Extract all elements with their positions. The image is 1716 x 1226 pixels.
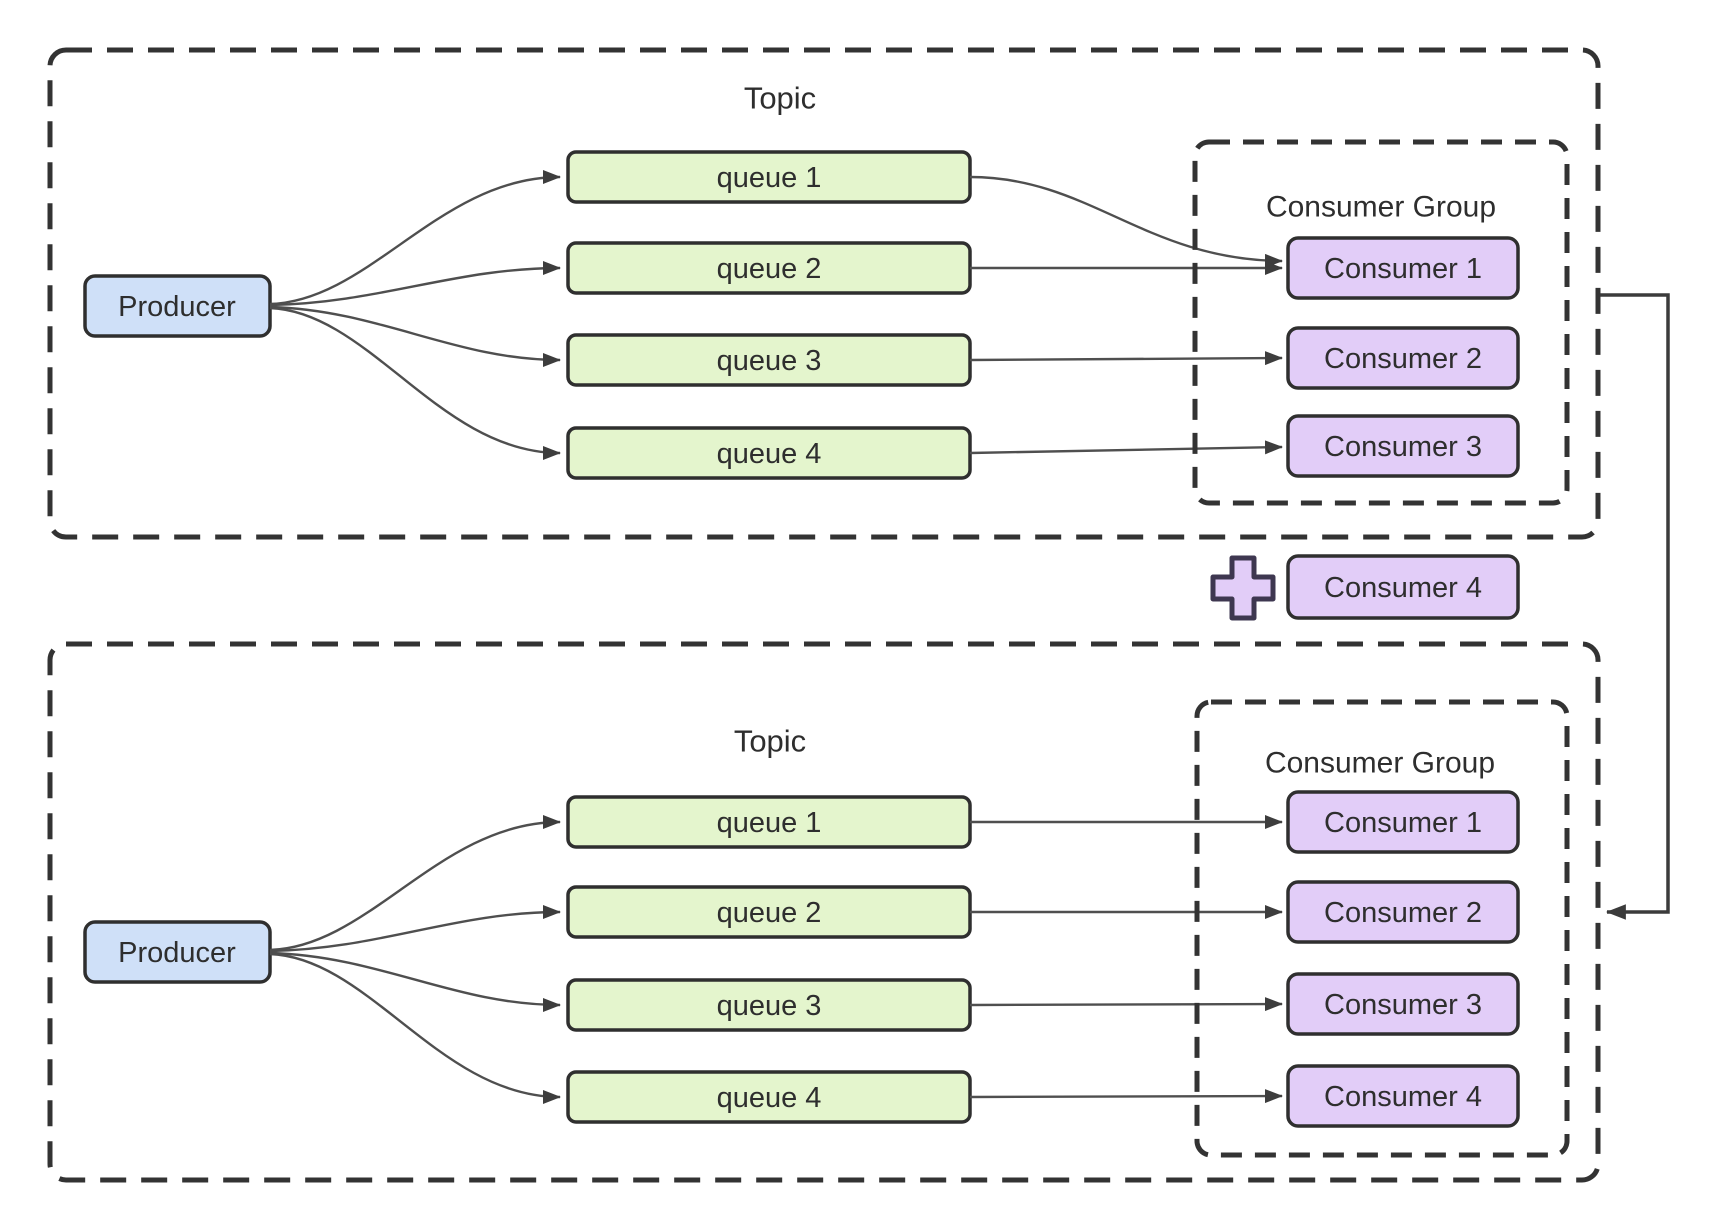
consumer1-label: Consumer 1 <box>1324 253 1482 285</box>
producer-to-queue-arrows <box>269 815 561 1104</box>
consumer-group-label: Consumer Group <box>1265 747 1495 780</box>
queue-node: queue 4 <box>566 426 972 480</box>
queue-to-consumer-arrows <box>969 815 1283 1104</box>
queue3-to-consumer3-arrow <box>969 997 1283 1012</box>
consumer4-label: Consumer 4 <box>1324 1081 1482 1113</box>
queue2-label: queue 2 <box>717 253 822 285</box>
consumer-node: Consumer 3 <box>1286 972 1520 1036</box>
consumer-group: Consumer Group Consumer 1 Consumer 2 Con… <box>1194 699 1570 1158</box>
producer-node: Producer <box>83 920 272 984</box>
producer-label: Producer <box>118 291 236 323</box>
consumer2-label: Consumer 2 <box>1324 343 1482 375</box>
queue-to-consumer-arrows <box>969 175 1283 455</box>
producer-to-queue4-arrow <box>269 952 561 1104</box>
consumer-node: Consumer 4 <box>1286 554 1520 620</box>
consumer1-box <box>1286 236 1520 300</box>
producer-to-queue2-arrow <box>269 261 561 307</box>
bottom-topic-section: Topic Producer queue 1 queue 2 queue 3 <box>47 641 1601 1183</box>
producer-to-queue4-arrow <box>269 306 561 460</box>
consumer3-box <box>1286 414 1520 478</box>
rebalance-arrow <box>1600 293 1670 920</box>
consumer-group-box <box>1194 699 1570 1158</box>
added-consumer-label: Consumer 4 <box>1324 572 1482 604</box>
queue3-label: queue 3 <box>717 990 822 1022</box>
producer-to-queue-arrows <box>269 170 561 460</box>
queue4-to-consumer3-arrow <box>969 440 1283 455</box>
queue4-label: queue 4 <box>717 438 822 470</box>
producer-node: Producer <box>83 274 272 338</box>
consumer-node: Consumer 4 <box>1286 1064 1520 1128</box>
queue-node: queue 1 <box>566 795 972 849</box>
added-consumer-row: Consumer 4 <box>1210 554 1520 621</box>
queue1-label: queue 1 <box>717 807 822 839</box>
queue3-to-consumer2-arrow <box>969 351 1283 366</box>
consumer-node: Consumer 2 <box>1286 326 1520 390</box>
queue-node: queue 2 <box>566 885 972 939</box>
consumer-node: Consumer 1 <box>1286 236 1520 300</box>
queue-node: queue 3 <box>566 333 972 387</box>
topic-label: Topic <box>734 724 806 759</box>
topic-box <box>47 47 1601 540</box>
consumer4-box <box>1286 1064 1520 1128</box>
producer-box <box>83 274 272 338</box>
queue2-label: queue 2 <box>717 897 822 929</box>
consumer-group-label: Consumer Group <box>1266 191 1496 224</box>
producer-to-queue2-arrow <box>269 905 561 953</box>
producer-box <box>83 920 272 984</box>
consumer1-box <box>1286 790 1520 854</box>
topic-label: Topic <box>744 81 816 116</box>
consumer-group: Consumer Group Consumer 1 Consumer 2 Con… <box>1192 139 1570 506</box>
added-consumer-box <box>1286 554 1520 620</box>
consumer2-label: Consumer 2 <box>1324 897 1482 929</box>
queue-node: queue 2 <box>566 241 972 295</box>
topic-box <box>47 641 1601 1183</box>
consumer-node: Consumer 2 <box>1286 880 1520 944</box>
consumer2-box <box>1286 880 1520 944</box>
plus-icon <box>1210 555 1276 621</box>
producer-label: Producer <box>118 937 236 969</box>
queue4-label: queue 4 <box>717 1082 822 1114</box>
queue3-label: queue 3 <box>717 345 822 377</box>
consumer-node: Consumer 3 <box>1286 414 1520 478</box>
queue1-label: queue 1 <box>717 162 822 194</box>
producer-to-queue3-arrow <box>269 305 561 367</box>
consumer-group-box <box>1192 139 1570 506</box>
consumer3-label: Consumer 3 <box>1324 989 1482 1021</box>
producer-to-queue1-arrow <box>269 170 561 306</box>
consumer2-box <box>1286 326 1520 390</box>
queue-node: queue 4 <box>566 1070 972 1124</box>
consumer-node: Consumer 1 <box>1286 790 1520 854</box>
consumer3-box <box>1286 972 1520 1036</box>
consumer3-label: Consumer 3 <box>1324 431 1482 463</box>
queue4-to-consumer4-arrow <box>969 1089 1283 1104</box>
top-topic-section: Topic Producer queue 1 queue 2 queue 3 <box>47 47 1601 540</box>
queue-node: queue 3 <box>566 978 972 1032</box>
producer-to-queue1-arrow <box>269 815 561 952</box>
queue-node: queue 1 <box>566 150 972 204</box>
queue1-to-consumer1-arrow <box>969 175 1283 268</box>
consumer1-label: Consumer 1 <box>1324 807 1482 839</box>
producer-to-queue3-arrow <box>269 951 561 1012</box>
